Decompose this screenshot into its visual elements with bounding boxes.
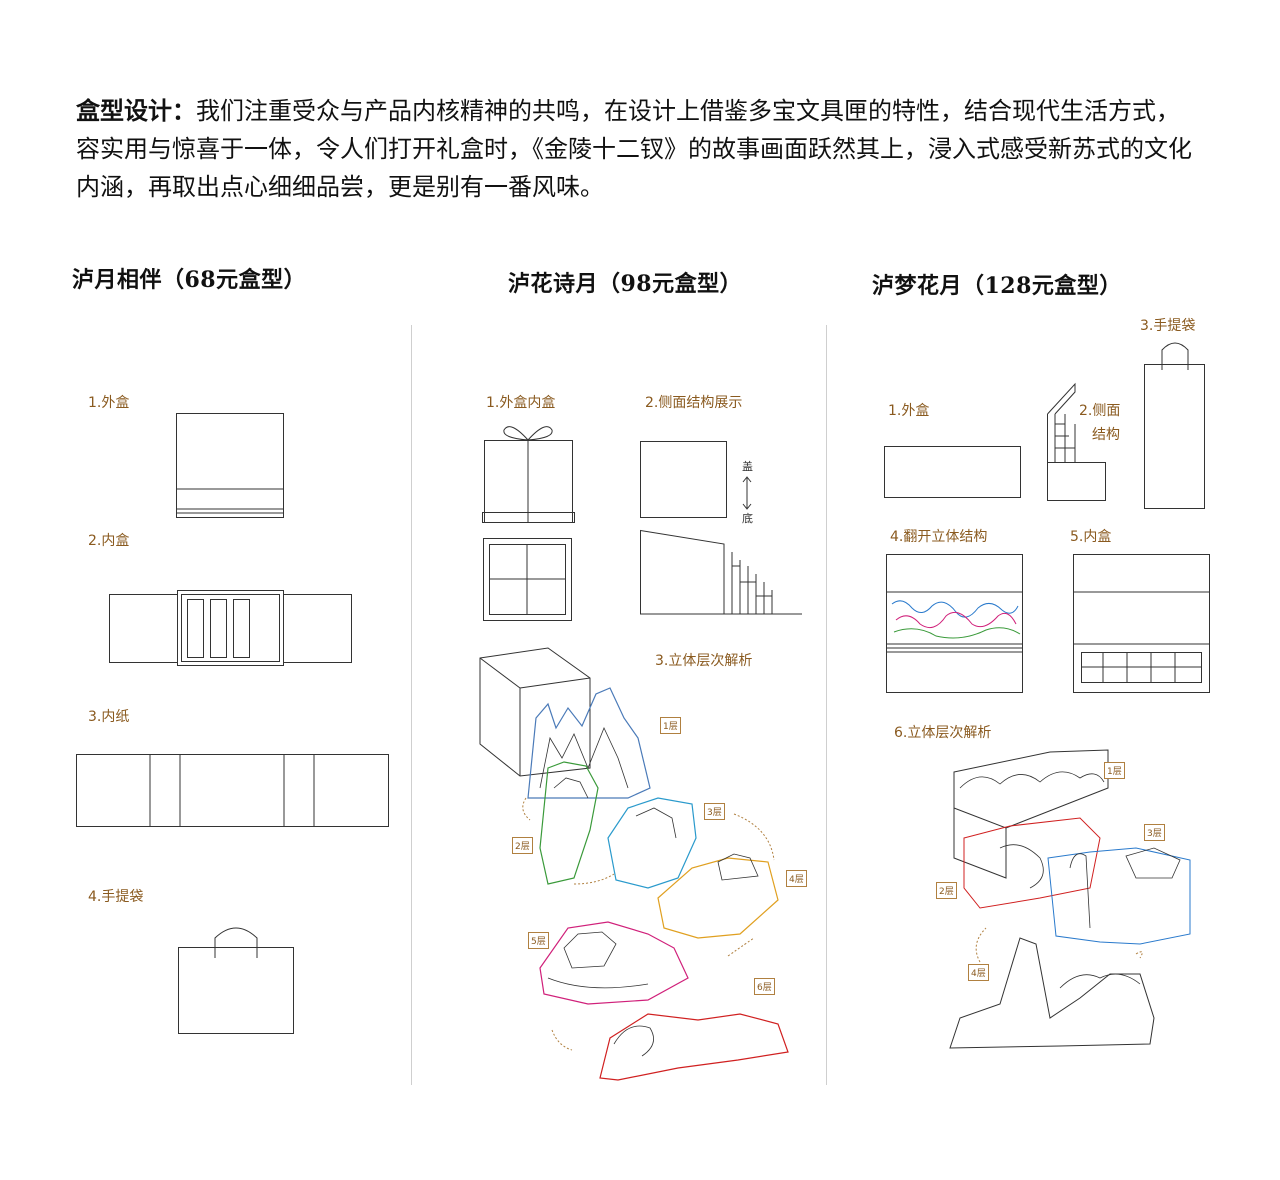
layer-tag-1: 1层 xyxy=(660,717,681,734)
column-title-68: 泸月相伴（68元盒型） xyxy=(72,267,307,293)
label-outer-box-128: 1.外盒 xyxy=(888,403,930,419)
inner-box-diagram xyxy=(109,590,352,666)
handbag-tall-diagram xyxy=(1144,342,1205,509)
side-structure-128-diagram xyxy=(1047,382,1106,501)
layer-tag-5: 5层 xyxy=(528,932,549,949)
label-layer-analysis-128: 6.立体层次解析 xyxy=(894,725,992,741)
exploded-layers-illustration-128 xyxy=(949,749,1191,1049)
label-inner-paper: 3.内纸 xyxy=(88,709,130,725)
label-flip-open-structure: 4.翻开立体结构 xyxy=(890,529,988,545)
side-lid-diagram xyxy=(640,441,727,518)
layer-tag-128-2: 2层 xyxy=(936,882,957,899)
label-inner-box-128: 5.内盒 xyxy=(1070,529,1112,545)
outer-box-diagram xyxy=(176,413,284,518)
column-title-128: 泸梦花月（128元盒型） xyxy=(872,273,1122,299)
lid-label: 盖 xyxy=(742,460,753,473)
label-structure-128: 结构 xyxy=(1092,427,1120,443)
label-handbag-128: 3.手提袋 xyxy=(1140,318,1196,334)
layer-tag-128-4: 4层 xyxy=(968,964,989,981)
label-side-128: 2.侧面 xyxy=(1079,403,1121,419)
label-outer-inner-box: 1.外盒内盒 xyxy=(486,395,556,411)
side-stairs-diagram xyxy=(640,529,802,615)
label-side-structure: 2.侧面结构展示 xyxy=(645,395,743,411)
flip-open-diagram xyxy=(886,554,1023,693)
layer-tag-128-1: 1层 xyxy=(1104,762,1125,779)
intro-body: 我们注重受众与产品内核精神的共鸣，在设计上借鉴多宝文具匣的特性，结合现代生活方式… xyxy=(76,97,1192,201)
inner-box-grid-diagram xyxy=(483,538,572,621)
intro-paragraph: 盒型设计：我们注重受众与产品内核精神的共鸣，在设计上借鉴多宝文具匣的特性，结合现… xyxy=(76,92,1196,206)
base-label: 底 xyxy=(742,512,753,525)
layer-tag-2: 2层 xyxy=(512,837,533,854)
inner-paper-diagram xyxy=(76,754,389,827)
label-outer-box: 1.外盒 xyxy=(88,395,130,411)
handbag-diagram xyxy=(178,927,294,1034)
inner-box-128-diagram xyxy=(1073,554,1210,693)
label-layer-analysis-98: 3.立体层次解析 xyxy=(655,653,753,669)
intro-heading: 盒型设计： xyxy=(76,96,196,125)
lid-base-arrow-icon xyxy=(742,476,752,510)
layer-tag-6: 6层 xyxy=(754,978,775,995)
column-divider-right xyxy=(826,325,827,1085)
gift-box-diagram xyxy=(482,426,575,523)
label-handbag: 4.手提袋 xyxy=(88,889,144,905)
label-inner-box: 2.内盒 xyxy=(88,533,130,549)
layer-tag-4: 4层 xyxy=(786,870,807,887)
layer-tag-3: 3层 xyxy=(704,803,725,820)
exploded-layers-illustration-98 xyxy=(479,647,789,1081)
outer-box-128-diagram xyxy=(884,446,1021,498)
column-title-98: 泸花诗月（98元盒型） xyxy=(508,271,743,297)
layer-tag-128-3: 3层 xyxy=(1144,824,1165,841)
column-divider-left xyxy=(411,325,412,1085)
